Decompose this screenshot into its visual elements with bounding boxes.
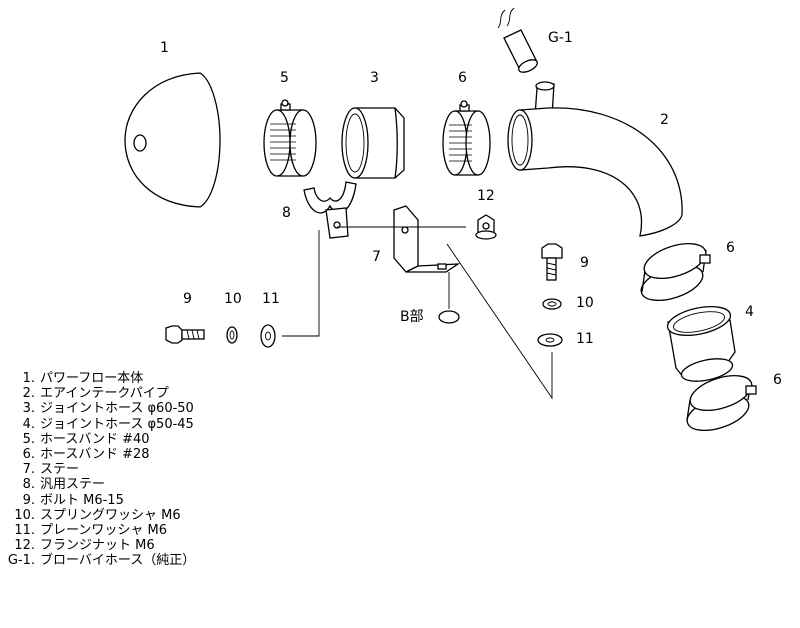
legend-text: パワーフロー本体 [40, 371, 144, 386]
legend-number: 8. [22, 477, 35, 493]
legend-text: ジョイントホース φ50-45 [40, 416, 194, 432]
detail-b-label: B部 [400, 309, 424, 325]
joint-hose-part-3 [341, 107, 405, 179]
callout-12: 12 [477, 188, 495, 204]
callout-5: 5 [280, 70, 289, 86]
legend-text: ステー [40, 462, 80, 478]
legend-item: 8. 汎用ステー [0, 477, 300, 492]
universal-stay-part-8 [303, 181, 357, 239]
flange-nut-part-12 [475, 214, 497, 240]
legend-number: G-1. [7, 553, 35, 569]
legend-text: ホースバンド #28 [40, 446, 150, 462]
legend-item: 11. プレーンワッシャ M6 [0, 523, 300, 538]
plain-washer-part-11-right [537, 333, 563, 347]
legend-item: 1. パワーフロー本体 [0, 371, 300, 386]
callout-g1: G-1 [548, 30, 573, 46]
joint-hose-part-4 [666, 305, 736, 382]
callout-11-right: 11 [576, 331, 594, 347]
callout-11-left: 11 [262, 291, 280, 307]
legend-number: 12. [14, 538, 35, 554]
legend-item: 2. エアインテークパイプ [0, 386, 300, 401]
legend-number: 1. [22, 371, 35, 386]
hose-band-part-6-bottom [686, 374, 757, 432]
air-filter-part-1 [124, 72, 221, 208]
hose-band-part-6-right [640, 242, 711, 302]
legend-number: 4. [22, 416, 35, 432]
detail-b-washer [438, 310, 460, 324]
legend-item: 7. ステー [0, 462, 300, 477]
blowby-hose-g1 [497, 7, 538, 73]
legend-number: 3. [22, 401, 35, 417]
legend-text: 汎用ステー [40, 477, 106, 493]
callout-7: 7 [372, 249, 381, 265]
callout-10-right: 10 [576, 295, 594, 311]
legend-number: 2. [22, 386, 35, 402]
legend-number: 7. [22, 462, 35, 478]
legend-item: 5. ホースバンド #40 [0, 432, 300, 447]
callout-1: 1 [160, 40, 169, 56]
callout-6-right: 6 [726, 240, 735, 256]
legend-item: 10. スプリングワッシャ M6 [0, 508, 300, 523]
spring-washer-part-10-right [542, 298, 562, 310]
legend-number: 11. [14, 522, 35, 538]
callout-6-top: 6 [458, 70, 467, 86]
legend-text: エアインテークパイプ [40, 386, 169, 402]
callout-6-bottom: 6 [773, 372, 782, 388]
hose-band-part-6-top [442, 100, 491, 176]
legend-number: 10. [14, 507, 35, 523]
bolt-part-9-left [165, 325, 205, 344]
callout-9-right: 9 [580, 255, 589, 271]
legend-number: 9. [22, 492, 35, 508]
intake-pipe-part-2 [507, 81, 683, 237]
legend-number: 6. [22, 446, 35, 462]
callout-4: 4 [745, 304, 754, 320]
legend-number: 5. [22, 431, 35, 447]
bolt-part-9-right [541, 243, 563, 281]
plain-washer-part-11-left [260, 324, 276, 348]
parts-legend: 1. パワーフロー本体 2. エアインテークパイプ 3. ジョイントホース φ60-5… [0, 371, 300, 568]
stay-part-7 [393, 205, 461, 273]
spring-washer-part-10-left [226, 326, 238, 344]
legend-item: 4. ジョイントホース φ50-45 [0, 417, 300, 432]
hose-band-part-5 [263, 99, 317, 177]
assembly-guide-lines [282, 226, 553, 400]
legend-item: 3. ジョイントホース φ60-50 [0, 401, 300, 416]
legend-text: プレーンワッシャ M6 [40, 522, 167, 538]
callout-2: 2 [660, 112, 669, 128]
legend-item: 6. ホースバンド #28 [0, 447, 300, 462]
legend-item: 12. フランジナット M6 [0, 538, 300, 553]
legend-text: ブローバイホース（純正） [40, 553, 196, 569]
legend-item: 9. ボルト M6-15 [0, 493, 300, 508]
legend-item: G-1. ブローバイホース（純正） [0, 553, 300, 568]
callout-9-left: 9 [183, 291, 192, 307]
legend-text: ボルト M6-15 [40, 492, 124, 508]
legend-text: スプリングワッシャ M6 [40, 507, 181, 523]
legend-text: ホースバンド #40 [40, 431, 150, 447]
legend-text: ジョイントホース φ60-50 [40, 401, 194, 417]
callout-8: 8 [282, 205, 291, 221]
legend-text: フランジナット M6 [40, 538, 155, 554]
callout-3: 3 [370, 70, 379, 86]
callout-10-left: 10 [224, 291, 242, 307]
